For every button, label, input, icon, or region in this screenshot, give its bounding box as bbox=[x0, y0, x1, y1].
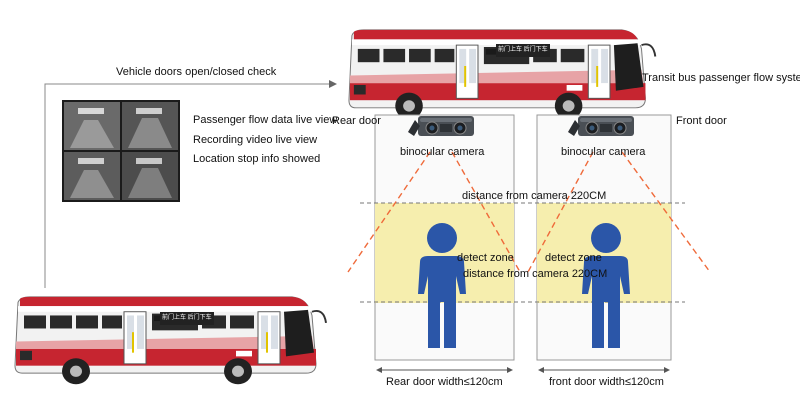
front-door-label: Front door bbox=[676, 115, 727, 127]
live-flow-label: Passenger flow data live view bbox=[193, 114, 338, 126]
monitor-view bbox=[62, 100, 180, 202]
distance-top-label: distance from camera 220CM bbox=[462, 190, 607, 202]
zone-left-label: detect zone bbox=[457, 252, 514, 264]
distance-mid-label: distance from camera 220CM bbox=[463, 268, 608, 280]
bus-sign-top: 前门上车 后门下车 bbox=[496, 44, 550, 57]
bus-sign-bottom: 前门上车 后门下车 bbox=[160, 312, 214, 325]
rear-door-width-label: Rear door width≤120cm bbox=[386, 376, 503, 388]
camera-view-cone bbox=[347, 151, 711, 273]
front-door-width-label: front door width≤120cm bbox=[549, 376, 664, 388]
camera-right-label: binocular camera bbox=[561, 146, 646, 158]
rear-door-label: Rear door bbox=[332, 115, 381, 127]
zone-right-label: detect zone bbox=[545, 252, 602, 264]
camera-left-label: binocular camera bbox=[400, 146, 485, 158]
recording-label: Recording video live view bbox=[193, 134, 318, 146]
doors-check-label: Vehicle doors open/closed check bbox=[116, 66, 277, 78]
location-label: Location stop info showed bbox=[193, 153, 321, 165]
bus-bottom bbox=[14, 295, 327, 386]
system-label: Transit bus passenger flow system bbox=[642, 72, 800, 84]
door-check-connector bbox=[44, 80, 337, 288]
